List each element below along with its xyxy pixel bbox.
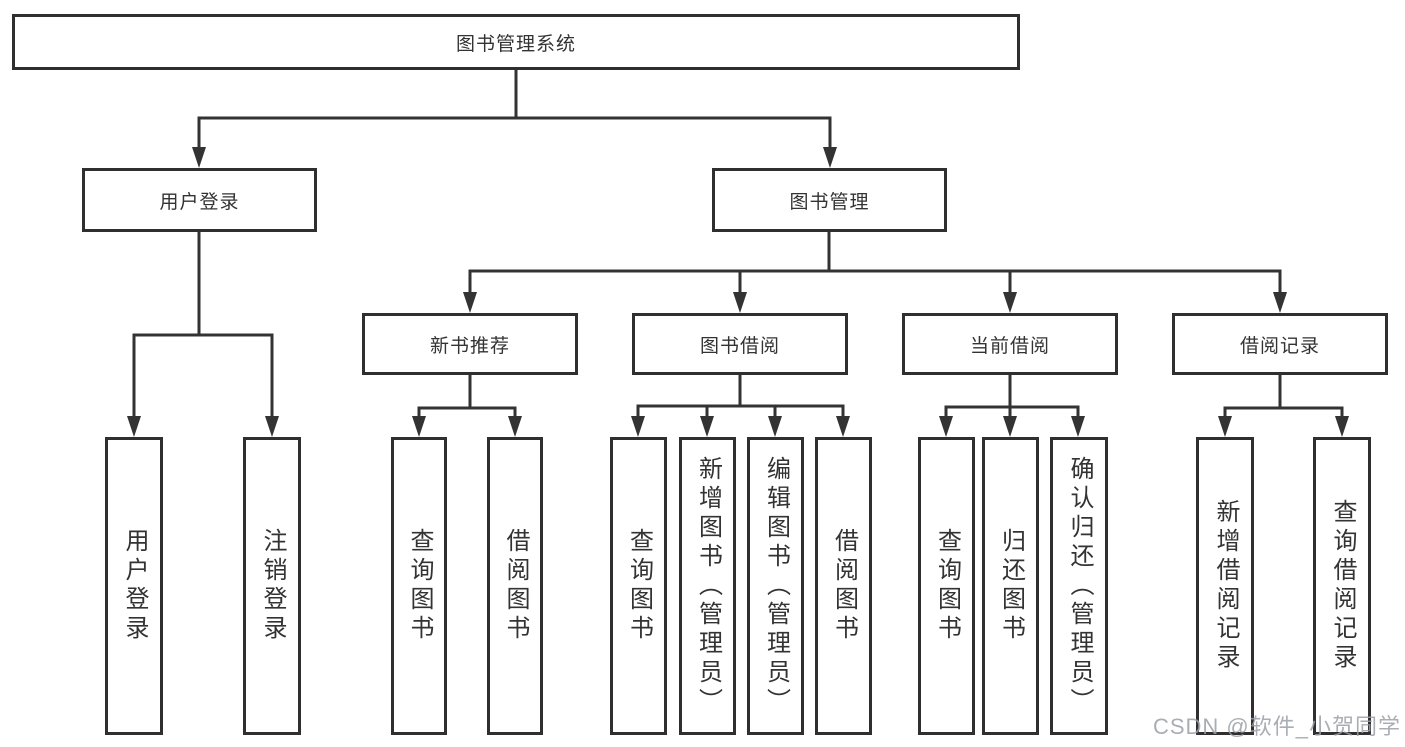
leaf-add-book-admin: 新增图书（管理员） <box>679 437 736 735</box>
leaf-borrow-books-borrowing: 借阅图书 <box>815 437 872 735</box>
leaf-logout: 注销登录 <box>243 437 301 735</box>
leaf-user-login: 用户登录 <box>105 437 163 735</box>
csdn-watermark: CSDN @软件_小贺同学 <box>1152 714 1401 739</box>
node-current-borrowing: 当前借阅 <box>902 313 1118 375</box>
leaf-query-books-borrowing: 查询图书 <box>610 437 667 735</box>
node-library-management-system: 图书管理系统 <box>12 14 1020 70</box>
leaf-add-borrow-record: 新增借阅记录 <box>1196 437 1254 735</box>
leaf-query-borrow-record: 查询借阅记录 <box>1313 437 1371 735</box>
connector-segments <box>132 68 1344 422</box>
node-book-management: 图书管理 <box>712 168 947 232</box>
node-borrowing-records: 借阅记录 <box>1172 313 1388 375</box>
node-book-borrowing: 图书借阅 <box>632 313 848 375</box>
leaf-query-books-current: 查询图书 <box>918 437 975 735</box>
leaf-borrow-books-recommend: 借阅图书 <box>487 437 543 735</box>
arrowhead-icons <box>127 147 1349 437</box>
leaf-return-books: 归还图书 <box>982 437 1039 735</box>
leaf-edit-book-admin: 编辑图书（管理员） <box>747 437 804 735</box>
leaf-confirm-return-admin: 确认归还（管理员） <box>1050 437 1108 735</box>
node-user-login: 用户登录 <box>82 168 317 232</box>
node-new-book-recommendation: 新书推荐 <box>362 313 578 375</box>
leaf-query-books-recommend: 查询图书 <box>391 437 447 735</box>
